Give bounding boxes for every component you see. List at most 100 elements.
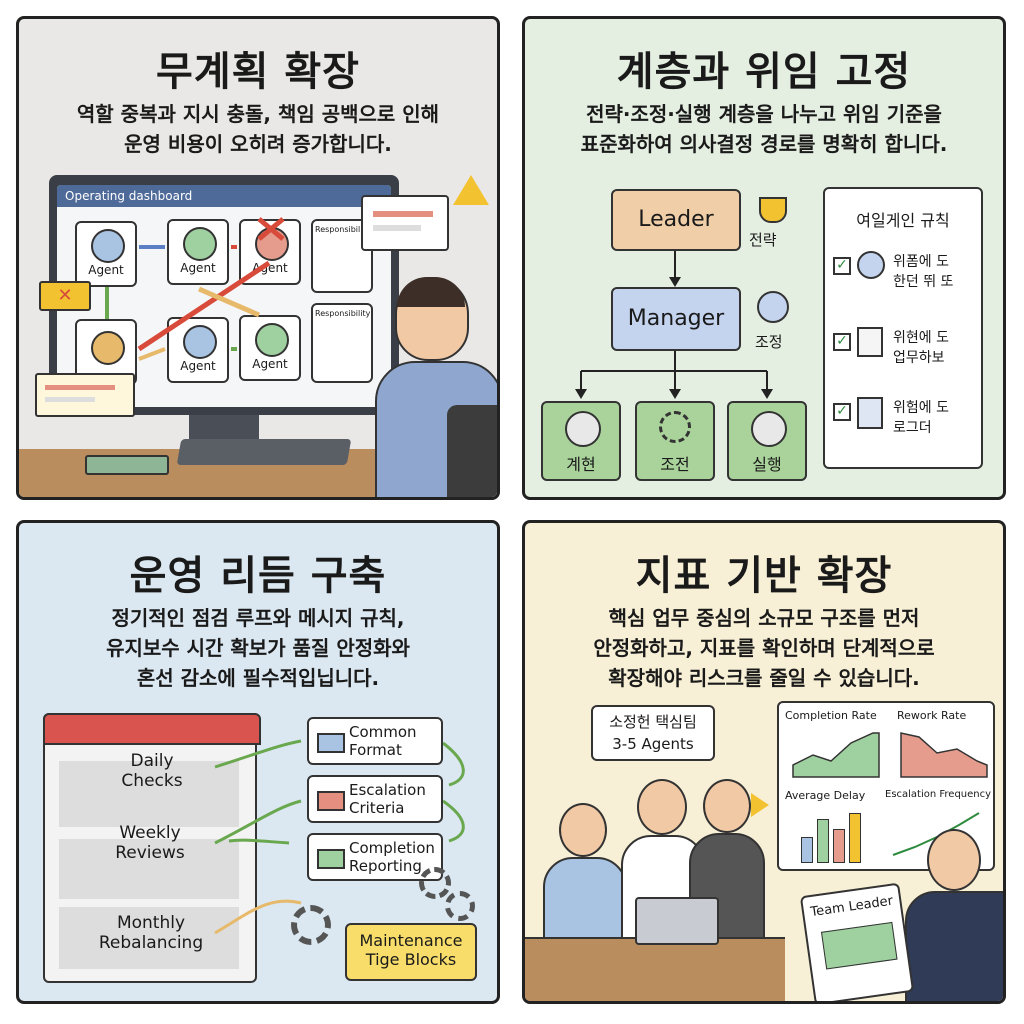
maintenance-label: Tige Blocks <box>365 950 457 969</box>
book <box>85 455 169 475</box>
gear-icon <box>659 411 691 443</box>
tablet-label: Team Leader <box>809 893 894 921</box>
agent-avatar <box>91 331 125 365</box>
agent-label: Agent <box>252 261 288 275</box>
metric-average-delay: Average Delay <box>785 789 885 867</box>
message-text: Common <box>349 723 417 741</box>
rule-item: ✓ 위험에 도 로그더 <box>833 397 977 451</box>
desc-line: 안정화하고, 지표를 확인하며 단계적으로 <box>593 636 935 660</box>
cycle-label: Rebalancing <box>98 933 204 953</box>
laptop <box>635 897 719 945</box>
area-chart <box>900 732 988 778</box>
panel-title: 운영 리듬 구축 <box>129 553 387 599</box>
agent-card: Agent <box>239 315 301 381</box>
rules-card: 여일게인 규칙 ✓ 위폼에 도 한던 뛰 또 ✓ 위현에 도 업무하보 ✓ 위험… <box>823 187 983 469</box>
team-leader <box>905 829 1003 1001</box>
metric-label: Completion Rate <box>785 709 877 722</box>
message-text: Reporting <box>349 857 422 875</box>
maintenance-blocks: Maintenance Tige Blocks <box>345 923 477 981</box>
agent-avatar <box>91 229 125 263</box>
person-icon <box>565 411 601 447</box>
gear-icon <box>445 891 475 921</box>
person-head <box>637 779 687 835</box>
bar <box>849 813 861 863</box>
note-line <box>45 385 115 390</box>
responsibility-column: Responsibility <box>311 303 373 383</box>
calendar-row <box>59 907 239 969</box>
leader-box: Leader <box>611 189 741 251</box>
trophy-icon <box>759 197 787 223</box>
strategy-label: 전략 <box>749 231 777 249</box>
bar <box>817 819 829 863</box>
tablet-chart <box>820 921 898 970</box>
rule-item: ✓ 위폼에 도 한던 뛰 또 <box>833 251 977 305</box>
calendar-row <box>59 839 239 899</box>
message-completion-reporting: Completion Reporting <box>307 833 443 881</box>
desc-line: 운영 비용이 오히려 증가합니다. <box>124 132 392 156</box>
calendar-icon <box>857 327 883 357</box>
manager-label: Manager <box>627 306 725 331</box>
desc-line: 유지보수 시간 확보가 품질 안정화와 <box>106 636 410 660</box>
bubble-text: 소정헌 택심팀 <box>609 713 697 731</box>
rules-title: 여일게인 규칙 <box>856 211 950 230</box>
cycle-label: Monthly <box>116 913 186 933</box>
rule-line: 업무하보 <box>893 350 945 366</box>
cycle-label: Weekly <box>119 823 181 843</box>
message-label: Escalation Criteria <box>349 781 426 817</box>
metric-label: Average Delay <box>785 789 866 802</box>
calendar-row <box>59 761 239 827</box>
cycle-label: Reviews <box>115 843 185 863</box>
message-text: Escalation <box>349 781 426 799</box>
checkbox-icon: ✓ <box>833 403 851 421</box>
cycle-daily-checks: Daily Checks <box>97 751 207 791</box>
arrow-right-icon <box>751 793 769 817</box>
gear-icon <box>291 905 331 945</box>
calendar <box>43 713 261 983</box>
bar <box>833 829 845 863</box>
checkbox-icon: ✓ <box>833 257 851 275</box>
agent-card: Agent <box>75 221 137 287</box>
desc-line: 전략·조정·실행 계층을 나누고 위임 기준을 <box>586 102 942 126</box>
execution-box: 조전 <box>635 401 715 481</box>
rule-item: ✓ 위현에 도 업무하보 <box>833 327 977 381</box>
rule-line: 위험에 도 <box>893 400 949 416</box>
team-speech-bubble: 소정헌 택심팀 3-5 Agents <box>591 705 715 761</box>
error-icon: ✕ <box>39 281 91 311</box>
cycle-weekly-reviews: Weekly Reviews <box>95 823 205 863</box>
bubble-line <box>373 211 433 217</box>
warning-icon <box>453 175 489 205</box>
agent-card: Agent <box>167 317 229 383</box>
rule-line: 로그더 <box>893 420 932 436</box>
person-head <box>559 803 607 857</box>
sticky-note <box>35 373 135 417</box>
person-icon <box>857 251 885 279</box>
rule-line: 위폼에 도 <box>893 254 949 270</box>
desc-line: 역할 중복과 지시 충돌, 책임 공백으로 인해 <box>76 102 440 126</box>
person-head <box>703 779 751 833</box>
desk <box>525 937 785 1001</box>
desc-line: 확장해야 리스크를 줄일 수 있습니다. <box>608 666 920 690</box>
person-head <box>927 829 981 891</box>
message-text: Completion <box>349 839 435 857</box>
execution-box: 실행 <box>727 401 807 481</box>
bar <box>801 837 813 863</box>
message-common-format: Common Format <box>307 717 443 765</box>
cycle-label: Checks <box>121 771 183 791</box>
agent-label: Agent <box>88 263 124 277</box>
man-hair <box>397 277 465 307</box>
envelope-icon <box>317 791 345 811</box>
panel-title: 계층과 위임 고정 <box>616 49 912 95</box>
execution-label: 조전 <box>660 455 690 474</box>
message-label: Common Format <box>349 723 417 759</box>
panel-description: 핵심 업무 중심의 소규모 구조를 먼저 안정화하고, 지표를 확인하며 단계적… <box>539 603 989 693</box>
message-text: Criteria <box>349 799 405 817</box>
person-body <box>905 891 1003 1001</box>
metric-label: Rework Rate <box>897 709 967 722</box>
agent-avatar <box>255 323 289 357</box>
team-member <box>543 803 627 957</box>
gear-icon <box>419 867 451 899</box>
person-icon <box>751 411 787 447</box>
desc-line: 핵심 업무 중심의 소규모 구조를 먼저 <box>608 606 920 630</box>
envelope-icon <box>317 849 345 869</box>
desc-line: 혼선 감소에 필수적입닙니다. <box>136 666 380 690</box>
